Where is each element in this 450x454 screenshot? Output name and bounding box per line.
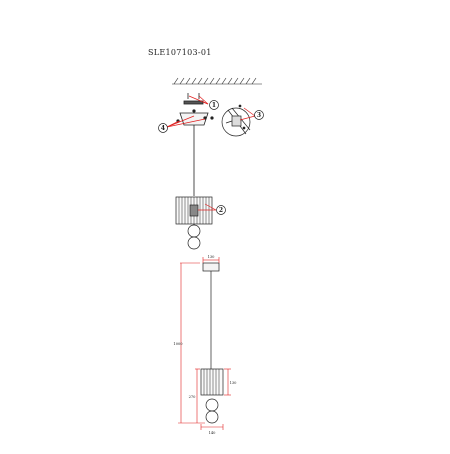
dim-shade-height: 130 — [230, 381, 238, 385]
callout-leaders — [166, 95, 256, 211]
dimension-labels: 130 1000 130 270 140 — [173, 255, 237, 435]
connector-detail — [221, 104, 251, 137]
canopy — [179, 112, 209, 126]
callout-2: 2 — [216, 205, 226, 215]
callout-4: 4 — [158, 123, 168, 133]
ceiling-hatching — [173, 77, 257, 85]
dim-canopy-width: 130 — [208, 255, 216, 259]
svg-text:3: 3 — [257, 112, 261, 119]
model-code: SLE107103-01 — [148, 48, 212, 57]
mounting-assembly — [176, 93, 214, 196]
svg-text:1: 1 — [212, 102, 216, 109]
dim-body-height: 270 — [189, 395, 197, 399]
assembled-view — [200, 262, 224, 424]
dim-total-height: 1000 — [173, 342, 183, 346]
lamp-shade-exploded — [175, 196, 213, 250]
assembled-canopy — [202, 262, 220, 272]
callout-3: 3 — [254, 110, 264, 120]
dim-shade-width: 140 — [209, 431, 217, 435]
mounting-bracket — [183, 100, 204, 105]
svg-text:2: 2 — [219, 207, 223, 214]
ceiling — [172, 77, 262, 85]
bulb-socket — [189, 204, 199, 217]
assembled-shade — [200, 368, 224, 396]
dimension-lines — [178, 257, 231, 430]
callout-1: 1 — [209, 100, 219, 110]
svg-text:4: 4 — [161, 125, 165, 132]
